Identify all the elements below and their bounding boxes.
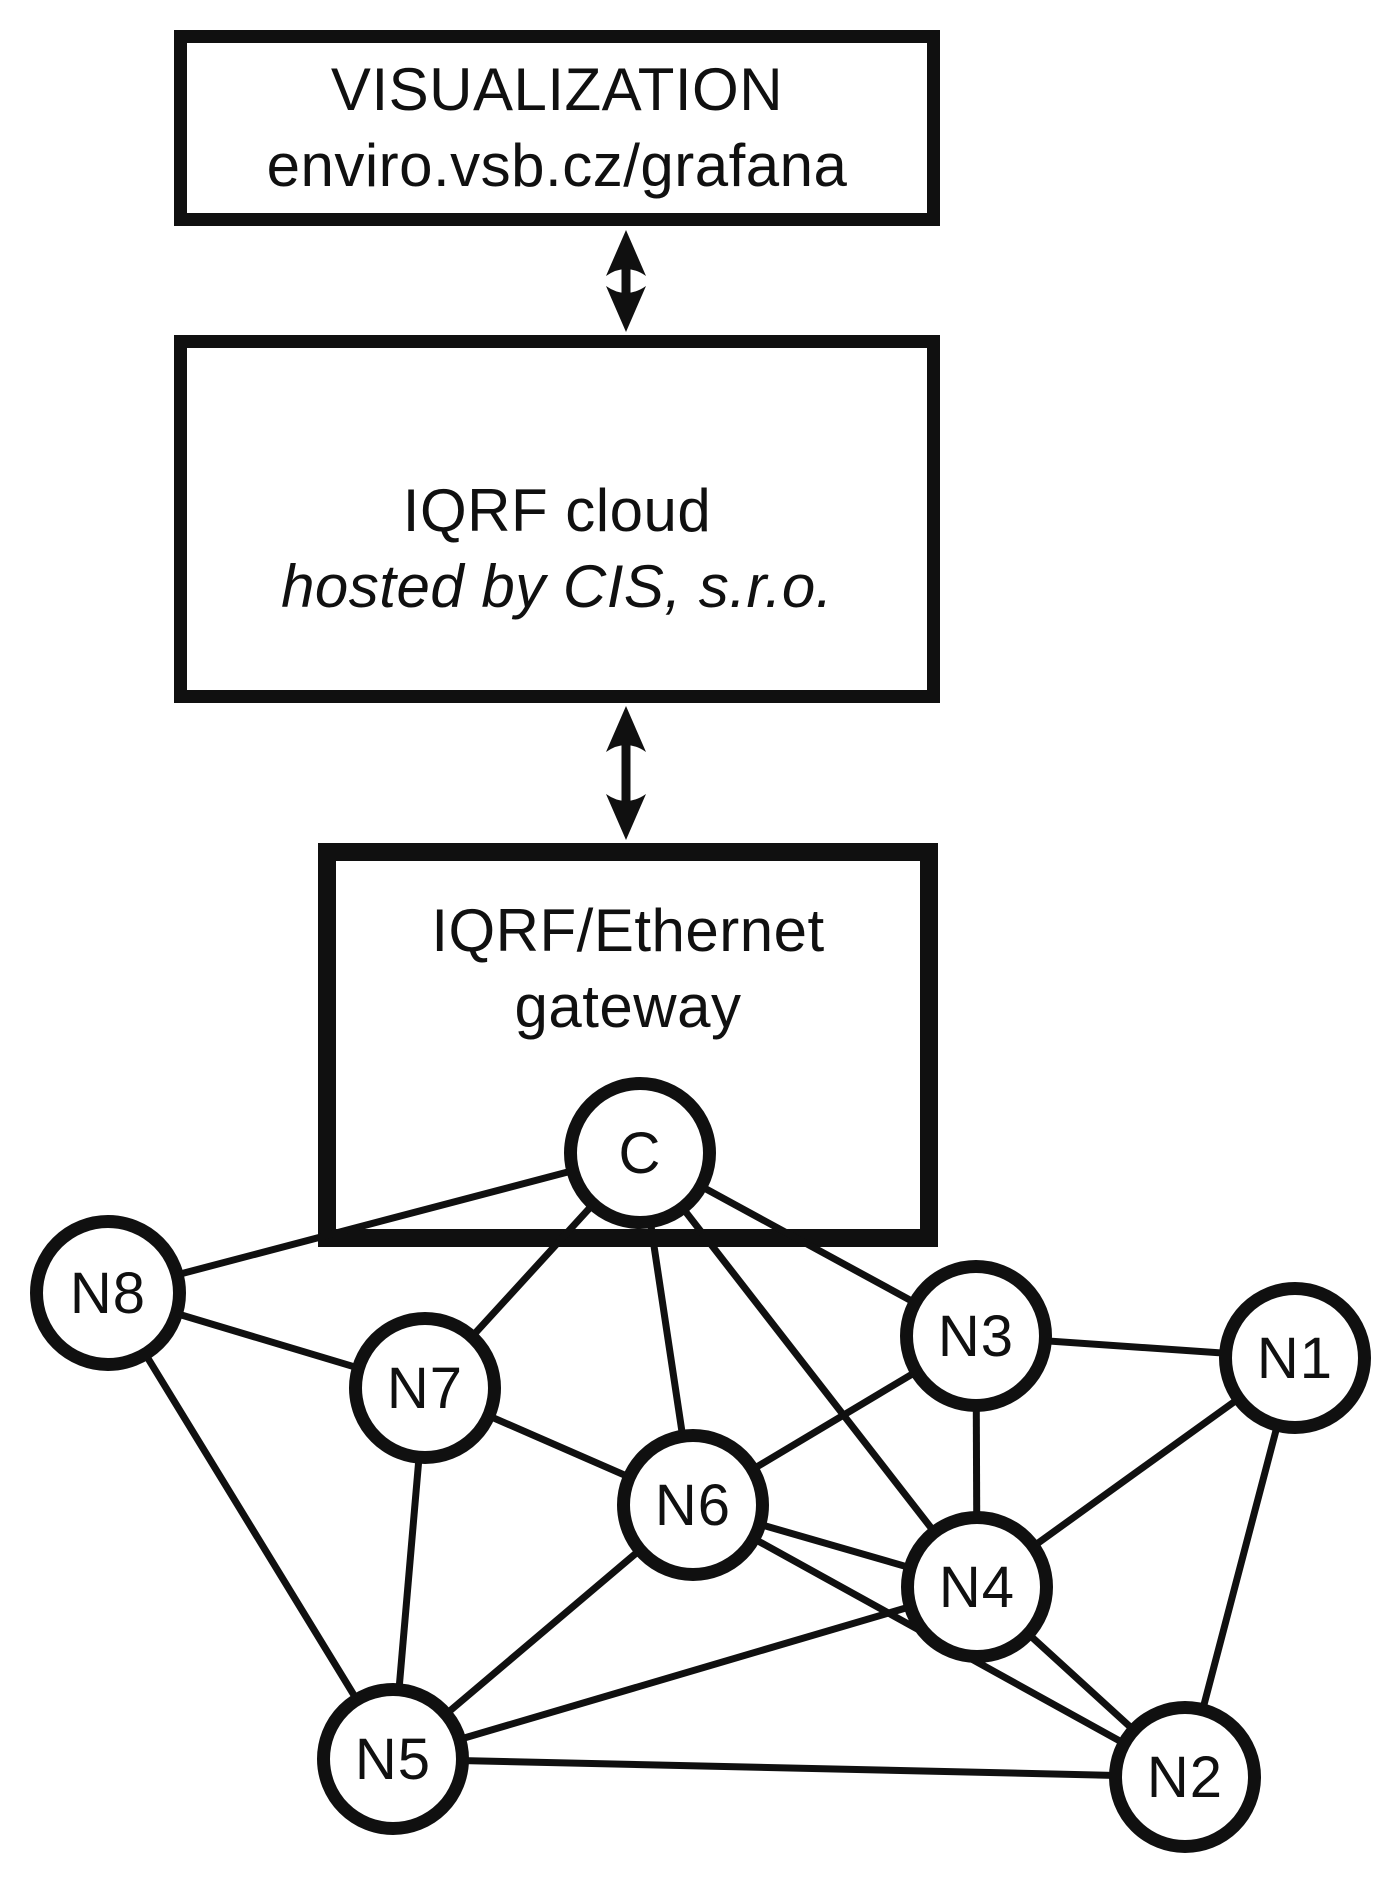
edge-C-N8 bbox=[107, 1149, 641, 1297]
arrow-visualization-cloud-double-arrow-icon bbox=[606, 230, 646, 332]
visualization-box: VISUALIZATION enviro.vsb.cz/grafana bbox=[174, 30, 940, 226]
node-N8: N8 bbox=[30, 1215, 186, 1371]
iqrf-cloud-box-title: IQRF cloud bbox=[402, 477, 712, 544]
node-C: C bbox=[564, 1077, 716, 1229]
visualization-box-title: VISUALIZATION bbox=[330, 56, 784, 123]
node-N8-label: N8 bbox=[69, 1260, 147, 1326]
node-N3-label: N3 bbox=[937, 1303, 1015, 1369]
node-N4: N4 bbox=[901, 1511, 1053, 1663]
node-N6: N6 bbox=[617, 1429, 769, 1581]
node-C-label: C bbox=[618, 1120, 662, 1186]
gateway-box-title-line1: IQRF/Ethernet bbox=[431, 897, 825, 964]
node-N3: N3 bbox=[900, 1260, 1052, 1412]
arrow-cloud-gateway-double-arrow-icon bbox=[606, 706, 646, 840]
node-N1-label: N1 bbox=[1256, 1325, 1334, 1391]
edge-N4-N5 bbox=[392, 1583, 978, 1763]
node-N6-label: N6 bbox=[654, 1472, 732, 1538]
node-N1: N1 bbox=[1219, 1282, 1371, 1434]
node-N2: N2 bbox=[1109, 1701, 1261, 1853]
node-N5: N5 bbox=[317, 1683, 469, 1835]
node-N7-label: N7 bbox=[386, 1355, 464, 1421]
node-N5-label: N5 bbox=[354, 1726, 432, 1792]
edge-C-N4 bbox=[637, 1150, 980, 1590]
visualization-box-url: enviro.vsb.cz/grafana bbox=[266, 132, 848, 199]
node-N4-label: N4 bbox=[938, 1554, 1016, 1620]
iqrf-cloud-box: IQRF cloud hosted by CIS, s.r.o. bbox=[174, 335, 940, 703]
edge-N5-N2 bbox=[392, 1755, 1186, 1781]
node-N2-label: N2 bbox=[1146, 1744, 1224, 1810]
edge-N8-N5 bbox=[105, 1291, 396, 1761]
node-N7: N7 bbox=[349, 1312, 501, 1464]
gateway-box-title-line2: gateway bbox=[514, 973, 742, 1040]
iqrf-cloud-box-subtitle: hosted by CIS, s.r.o. bbox=[281, 553, 833, 620]
